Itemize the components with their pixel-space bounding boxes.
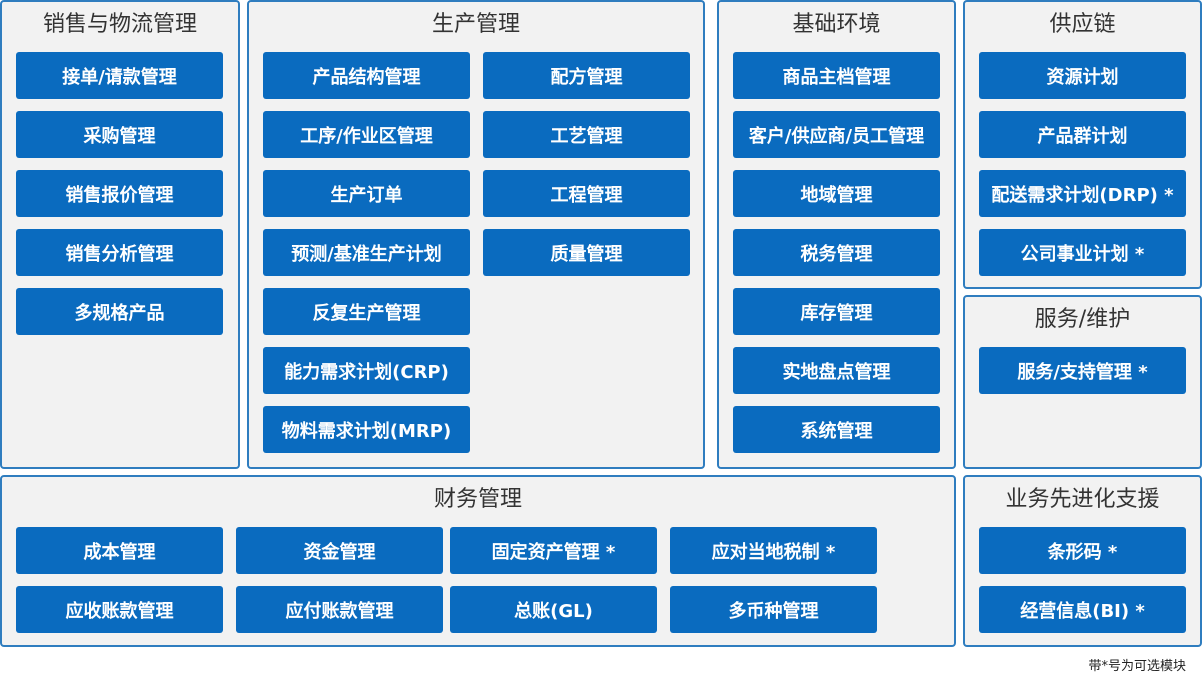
- module-general-ledger[interactable]: 总账(GL): [450, 586, 657, 633]
- panel-sales-logistics: 销售与物流管理 接单/请款管理 采购管理 销售报价管理 销售分析管理 多规格产品: [0, 0, 240, 469]
- module-routing-workcenter[interactable]: 工序/作业区管理: [263, 111, 470, 158]
- module-mrp[interactable]: 物料需求计划(MRP): [263, 406, 470, 453]
- module-crp[interactable]: 能力需求计划(CRP): [263, 347, 470, 394]
- module-product-group-plan[interactable]: 产品群计划: [979, 111, 1186, 158]
- panel-production: 生产管理 产品结构管理 工序/作业区管理 生产订单 预测/基准生产计划 反复生产…: [247, 0, 705, 469]
- module-inventory[interactable]: 库存管理: [733, 288, 940, 335]
- module-multi-currency[interactable]: 多币种管理: [670, 586, 877, 633]
- module-sales-analysis[interactable]: 销售分析管理: [16, 229, 223, 276]
- module-forecast-mps[interactable]: 预测/基准生产计划: [263, 229, 470, 276]
- module-process[interactable]: 工艺管理: [483, 111, 690, 158]
- panel-supply-chain: 供应链 资源计划 产品群计划 配送需求计划(DRP) * 公司事业计划 *: [963, 0, 1202, 289]
- module-treasury[interactable]: 资金管理: [236, 527, 443, 574]
- module-sales-quote[interactable]: 销售报价管理: [16, 170, 223, 217]
- module-bom[interactable]: 产品结构管理: [263, 52, 470, 99]
- module-repetitive-production[interactable]: 反复生产管理: [263, 288, 470, 335]
- module-region[interactable]: 地域管理: [733, 170, 940, 217]
- module-resource-plan[interactable]: 资源计划: [979, 52, 1186, 99]
- module-formula[interactable]: 配方管理: [483, 52, 690, 99]
- module-system[interactable]: 系统管理: [733, 406, 940, 453]
- panel-title-business-advancement: 业务先进化支援: [1005, 487, 1160, 512]
- module-order-billing[interactable]: 接单/请款管理: [16, 52, 223, 99]
- module-business-intelligence[interactable]: 经营信息(BI) *: [979, 586, 1186, 633]
- panel-title-sales-logistics: 销售与物流管理: [42, 12, 197, 37]
- module-customer-supplier-employee[interactable]: 客户/供应商/员工管理: [733, 111, 940, 158]
- module-cost[interactable]: 成本管理: [16, 527, 223, 574]
- panel-title-supply-chain: 供应链: [1049, 12, 1116, 37]
- module-barcode[interactable]: 条形码 *: [979, 527, 1186, 574]
- module-accounts-payable[interactable]: 应付账款管理: [236, 586, 443, 633]
- module-service-support[interactable]: 服务/支持管理 *: [979, 347, 1186, 394]
- module-physical-count[interactable]: 实地盘点管理: [733, 347, 940, 394]
- module-engineering[interactable]: 工程管理: [483, 170, 690, 217]
- panel-basic-environment: 基础环境 商品主档管理 客户/供应商/员工管理 地域管理 税务管理 库存管理 实…: [717, 0, 956, 469]
- module-fixed-assets[interactable]: 固定资产管理 *: [450, 527, 657, 574]
- panel-title-finance: 财务管理: [433, 487, 522, 512]
- module-purchasing[interactable]: 采购管理: [16, 111, 223, 158]
- panel-title-production: 生产管理: [431, 12, 520, 37]
- module-accounts-receivable[interactable]: 应收账款管理: [16, 586, 223, 633]
- module-tax[interactable]: 税务管理: [733, 229, 940, 276]
- panel-title-basic-environment: 基础环境: [792, 12, 881, 37]
- panel-service: 服务/维护 服务/支持管理 *: [963, 295, 1202, 469]
- module-item-master[interactable]: 商品主档管理: [733, 52, 940, 99]
- panel-business-advancement: 业务先进化支援 条形码 * 经营信息(BI) *: [963, 475, 1202, 647]
- module-drp[interactable]: 配送需求计划(DRP) *: [979, 170, 1186, 217]
- module-local-tax[interactable]: 应对当地税制 *: [670, 527, 877, 574]
- module-multi-spec-product[interactable]: 多规格产品: [16, 288, 223, 335]
- module-quality[interactable]: 质量管理: [483, 229, 690, 276]
- optional-module-note: 带*号为可选模块: [1088, 659, 1186, 674]
- panel-title-service: 服务/维护: [1034, 307, 1131, 332]
- panel-finance: 财务管理 成本管理 资金管理 固定资产管理 * 应对当地税制 * 应收账款管理 …: [0, 475, 956, 647]
- module-business-plan[interactable]: 公司事业计划 *: [979, 229, 1186, 276]
- module-production-order[interactable]: 生产订单: [263, 170, 470, 217]
